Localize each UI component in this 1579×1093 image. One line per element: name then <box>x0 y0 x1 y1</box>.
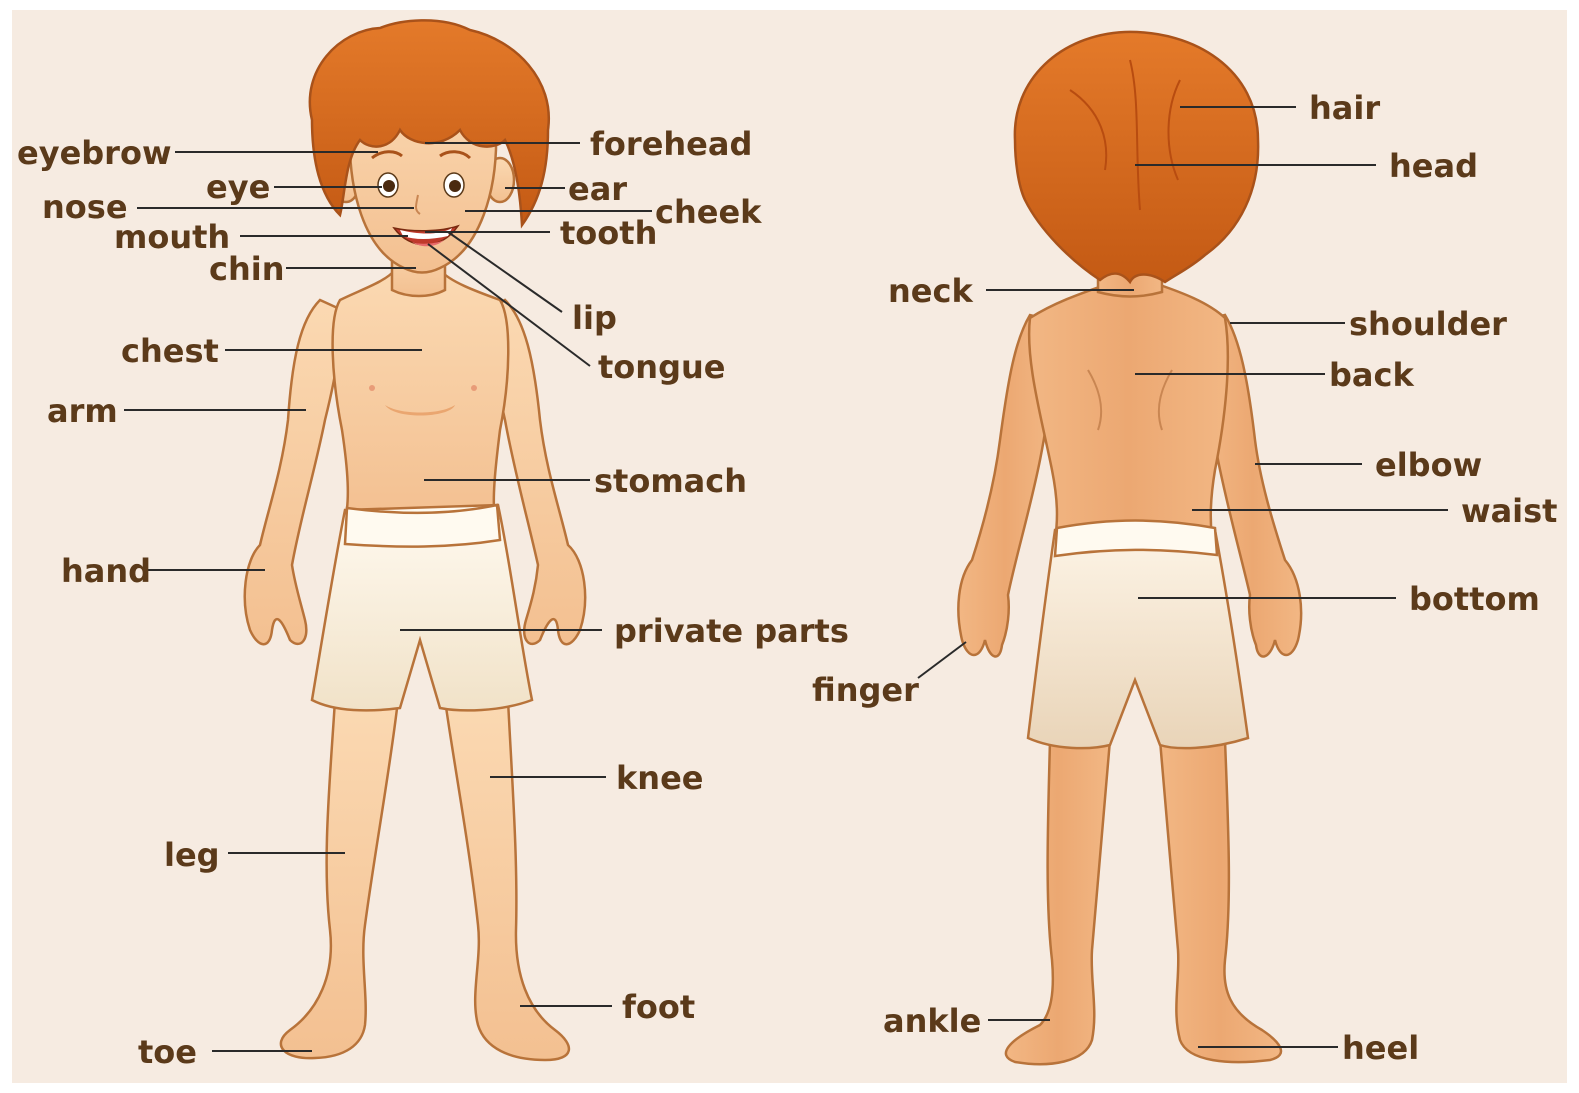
label-stomach: stomach <box>594 462 747 500</box>
label-knee: knee <box>616 759 703 797</box>
label-hair: hair <box>1309 89 1380 127</box>
label-neck: neck <box>888 272 973 310</box>
front-pupil-left <box>383 180 395 192</box>
back-waistband <box>1055 521 1217 557</box>
label-foot: foot <box>622 988 695 1026</box>
label-head: head <box>1389 147 1478 185</box>
front-torso <box>333 270 509 520</box>
label-chest: chest <box>121 332 219 370</box>
label-eyebrow: eyebrow <box>17 134 172 172</box>
label-tooth: tooth <box>560 214 657 252</box>
label-lip: lip <box>572 299 617 337</box>
front-nipple-left <box>369 385 375 391</box>
label-cheek: cheek <box>655 193 762 231</box>
label-ankle: ankle <box>883 1002 981 1040</box>
label-chin: chin <box>209 250 285 288</box>
label-bottom: bottom <box>1409 580 1540 618</box>
back-torso <box>1029 285 1228 540</box>
label-tongue: tongue <box>598 348 725 386</box>
front-pupil-right <box>449 180 461 192</box>
label-heel: heel <box>1342 1029 1419 1067</box>
label-eye: eye <box>206 168 270 206</box>
label-waist: waist <box>1461 492 1557 530</box>
label-forehead: forehead <box>590 125 752 163</box>
label-finger: finger <box>812 671 919 709</box>
label-toe: toe <box>138 1033 197 1071</box>
label-arm: arm <box>47 392 118 430</box>
label-shoulder: shoulder <box>1349 305 1507 343</box>
label-leg: leg <box>164 836 220 874</box>
label-private-parts: private parts <box>614 612 849 650</box>
label-hand: hand <box>61 552 151 590</box>
label-ear: ear <box>568 170 627 208</box>
label-elbow: elbow <box>1375 446 1482 484</box>
label-back: back <box>1329 356 1414 394</box>
front-nipple-right <box>471 385 477 391</box>
